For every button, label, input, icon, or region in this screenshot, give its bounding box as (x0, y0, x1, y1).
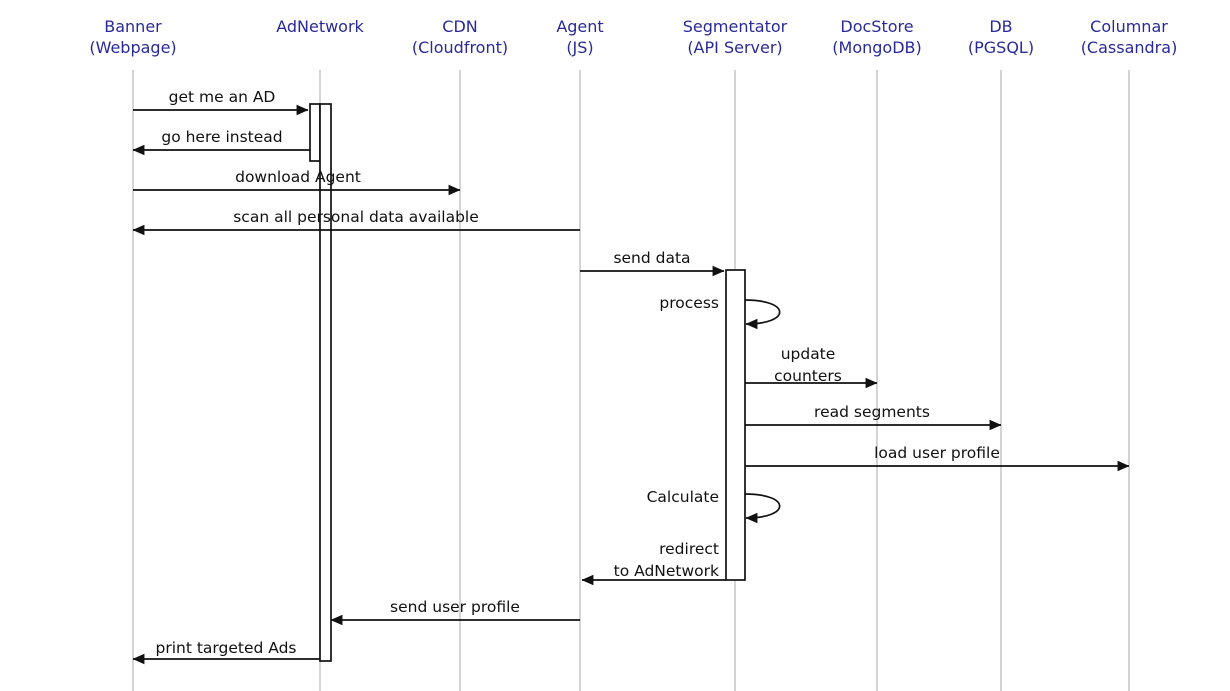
message-label-line: download Agent (235, 168, 361, 186)
message-label-line: print targeted Ads (155, 639, 296, 657)
message-label-m9: load user profile (874, 444, 1000, 462)
message-m11[interactable]: redirect to AdNetwork (581, 540, 726, 586)
self-message-arc-m10 (744, 493, 781, 524)
participant-subtitle-banner: (Webpage) (89, 38, 176, 57)
self-message-arc-m6 (744, 299, 781, 330)
message-label-m10: Calculate (647, 488, 719, 506)
participant-name-cdn: CDN (442, 17, 477, 36)
message-label-line: update (781, 345, 836, 363)
participant-name-banner: Banner (104, 17, 162, 36)
message-m5[interactable]: send data (580, 249, 725, 277)
message-m6[interactable]: process (659, 294, 781, 330)
message-label-m3: download Agent (235, 168, 361, 186)
participant-header-columnar[interactable]: Columnar (Cassandra) (1081, 17, 1178, 57)
message-label-m4: scan all personal data available (233, 208, 479, 226)
message-m2[interactable]: go here instead (132, 128, 310, 156)
message-label-m13: print targeted Ads (155, 639, 296, 657)
participant-name-columnar: Columnar (1090, 17, 1168, 36)
message-label-line: send user profile (390, 598, 520, 616)
message-label-line: counters (774, 367, 842, 385)
message-label-m5: send data (613, 249, 690, 267)
message-label-line: scan all personal data available (233, 208, 479, 226)
message-m13[interactable]: print targeted Ads (132, 639, 320, 665)
participant-subtitle-segmentator: (API Server) (687, 38, 782, 57)
message-label-m6: process (659, 294, 719, 312)
message-label-line: to AdNetwork (614, 562, 719, 580)
participant-subtitle-columnar: (Cassandra) (1081, 38, 1178, 57)
message-label-line: Calculate (647, 488, 719, 506)
participant-header-docstore[interactable]: DocStore (MongoDB) (832, 17, 921, 57)
participant-name-agent: Agent (556, 17, 603, 36)
message-label-line: read segments (814, 403, 930, 421)
participant-header-db[interactable]: DB (PGSQL) (968, 17, 1034, 57)
participant-header-banner[interactable]: Banner (Webpage) (89, 17, 176, 57)
message-label-m7: update counters (774, 345, 842, 385)
message-label-line: go here instead (161, 128, 282, 146)
participants-group: Banner (Webpage) AdNetwork CDN (Cloudfront) A… (89, 17, 1177, 57)
participant-header-adnetwork[interactable]: AdNetwork (276, 17, 364, 36)
participant-subtitle-agent: (JS) (566, 38, 593, 57)
participant-header-agent[interactable]: Agent (JS) (556, 17, 603, 57)
message-label-line: load user profile (874, 444, 1000, 462)
message-label-m8: read segments (814, 403, 930, 421)
message-label-m2: go here instead (161, 128, 282, 146)
message-m9[interactable]: load user profile (745, 444, 1130, 472)
message-label-line: send data (613, 249, 690, 267)
activation-bar-adnetwork (309, 103, 321, 162)
message-label-m11: redirect to AdNetwork (614, 540, 719, 580)
message-m4[interactable]: scan all personal data available (132, 208, 580, 236)
messages-group: get me an AD go here instead download Agen… (132, 88, 1130, 665)
lifelines-group (132, 70, 1130, 691)
message-label-line: redirect (659, 540, 719, 558)
participant-subtitle-db: (PGSQL) (968, 38, 1034, 57)
activation-bar-segmentator (725, 269, 746, 581)
message-label-m1: get me an AD (169, 88, 276, 106)
participant-name-docstore: DocStore (840, 17, 913, 36)
message-m7[interactable]: update counters (745, 345, 878, 389)
participant-name-segmentator: Segmentator (683, 17, 788, 36)
participant-name-adnetwork: AdNetwork (276, 17, 364, 36)
message-m12[interactable]: send user profile (330, 598, 580, 626)
message-label-line: get me an AD (169, 88, 276, 106)
participant-header-cdn[interactable]: CDN (Cloudfront) (412, 17, 508, 57)
participant-subtitle-docstore: (MongoDB) (832, 38, 921, 57)
message-label-m12: send user profile (390, 598, 520, 616)
activation-bar-adnetwork (319, 103, 332, 662)
participant-name-db: DB (989, 17, 1012, 36)
participant-header-segmentator[interactable]: Segmentator (API Server) (683, 17, 788, 57)
message-m3[interactable]: download Agent (133, 168, 461, 196)
message-m8[interactable]: read segments (745, 403, 1002, 431)
message-label-line: process (659, 294, 719, 312)
participant-subtitle-cdn: (Cloudfront) (412, 38, 508, 57)
message-m1[interactable]: get me an AD (133, 88, 309, 116)
message-m10[interactable]: Calculate (647, 488, 781, 524)
